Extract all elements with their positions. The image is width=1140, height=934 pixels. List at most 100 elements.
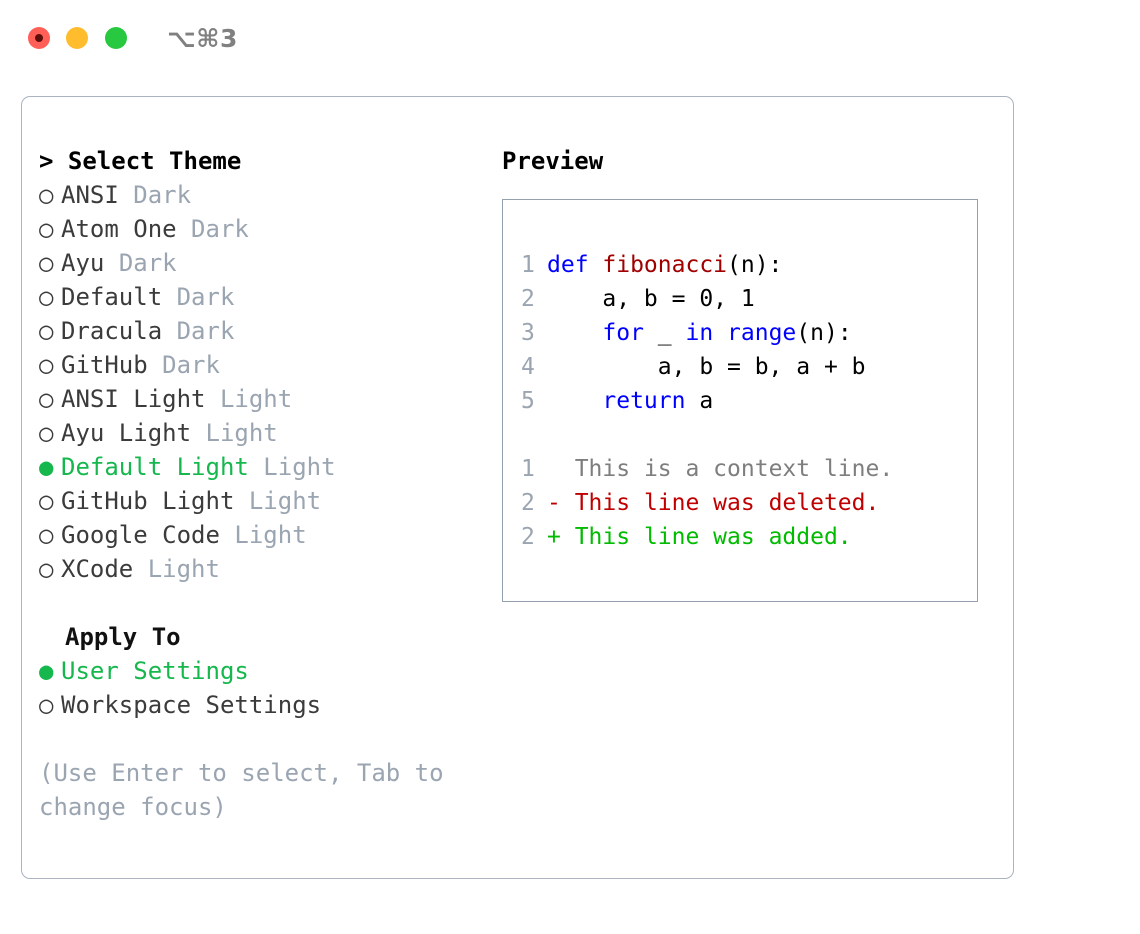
theme-option-label: Atom One bbox=[61, 215, 177, 243]
line-number: 4 bbox=[521, 354, 535, 380]
radio-unselected-icon: ○ bbox=[39, 215, 54, 243]
radio-unselected-icon: ○ bbox=[39, 487, 54, 515]
code-line: 2 a, b = 0, 1 bbox=[521, 282, 977, 316]
radio-unselected-icon: ○ bbox=[39, 181, 54, 209]
code-token: fibonacci bbox=[602, 252, 728, 278]
code-diff-spacer bbox=[521, 418, 977, 452]
theme-option-label: ANSI bbox=[61, 181, 119, 209]
theme-option-label: GitHub bbox=[61, 351, 148, 379]
apply-to-option-workspace-settings[interactable]: ○Workspace Settings bbox=[39, 688, 491, 722]
theme-option-label: Ayu Light bbox=[61, 419, 192, 447]
select-theme-heading: > Select Theme bbox=[39, 147, 242, 175]
radio-unselected-icon: ○ bbox=[39, 419, 54, 447]
line-number: 2 bbox=[521, 286, 535, 312]
diff-text: This line was added. bbox=[574, 524, 852, 550]
theme-selector-column: > Select Theme ○ANSI Dark○Atom One Dark○… bbox=[39, 144, 491, 824]
theme-option-tag: Light bbox=[205, 419, 278, 447]
apply-to-option-label: Workspace Settings bbox=[61, 691, 322, 719]
diff-line: 1 This is a context line. bbox=[521, 452, 977, 486]
code-line: 5 return a bbox=[521, 384, 977, 418]
maximize-window-button[interactable] bbox=[105, 27, 127, 49]
theme-option-label: Google Code bbox=[61, 521, 220, 549]
theme-option-github-light[interactable]: ○GitHub Light Light bbox=[39, 484, 491, 518]
code-line: 4 a, b = b, a + b bbox=[521, 350, 977, 384]
diff-line: 2+ This line was added. bbox=[521, 520, 977, 554]
code-token bbox=[713, 320, 727, 346]
code-token: a, b = b, a + b bbox=[547, 354, 866, 380]
theme-option-tag: Dark bbox=[176, 283, 235, 311]
theme-option-label: Dracula bbox=[61, 317, 163, 345]
theme-option-tag: Dark bbox=[118, 249, 177, 277]
radio-unselected-icon: ○ bbox=[39, 691, 54, 719]
radio-unselected-icon: ○ bbox=[39, 521, 54, 549]
title-bar: ⌥⌘3 bbox=[0, 0, 1140, 78]
code-token: a bbox=[685, 388, 714, 414]
apply-to-option-label: User Settings bbox=[61, 657, 249, 685]
theme-option-atom-one[interactable]: ○Atom One Dark bbox=[39, 212, 491, 246]
radio-unselected-icon: ○ bbox=[39, 351, 54, 379]
code-token: for bbox=[602, 320, 644, 346]
diff-line: 2- This line was deleted. bbox=[521, 486, 977, 520]
theme-option-ansi-light[interactable]: ○ANSI Light Light bbox=[39, 382, 491, 416]
diff-text: This is a context line. bbox=[574, 456, 894, 482]
code-token: (n): bbox=[796, 320, 852, 346]
theme-option-label: ANSI Light bbox=[61, 385, 206, 413]
theme-option-tag: Light bbox=[263, 453, 336, 481]
theme-option-default-light[interactable]: ●Default Light Light bbox=[39, 450, 491, 484]
line-number: 3 bbox=[521, 320, 535, 346]
theme-option-xcode[interactable]: ○XCode Light bbox=[39, 552, 491, 586]
apply-to-list[interactable]: ●User Settings○Workspace Settings bbox=[39, 654, 491, 722]
code-token: _ bbox=[643, 320, 686, 346]
radio-selected-icon: ● bbox=[39, 453, 54, 481]
theme-option-label: Default bbox=[61, 283, 163, 311]
main-panel: > Select Theme ○ANSI Dark○Atom One Dark○… bbox=[21, 96, 1014, 879]
theme-option-label: Default Light bbox=[61, 453, 249, 481]
theme-list[interactable]: ○ANSI Dark○Atom One Dark○Ayu Dark○Defaul… bbox=[39, 178, 491, 586]
theme-option-tag: Dark bbox=[162, 351, 220, 379]
code-token bbox=[547, 388, 602, 414]
apply-to-heading: Apply To bbox=[65, 623, 181, 651]
code-line: 3 for _ in range(n): bbox=[521, 316, 977, 350]
code-token: in bbox=[685, 320, 714, 346]
line-number: 1 bbox=[521, 456, 535, 482]
radio-selected-icon: ● bbox=[39, 657, 54, 685]
diff-marker: + bbox=[547, 524, 575, 550]
theme-option-tag: Dark bbox=[133, 181, 192, 209]
theme-option-default[interactable]: ○Default Dark bbox=[39, 280, 491, 314]
diff-marker: - bbox=[547, 490, 575, 516]
code-token: (n): bbox=[727, 252, 783, 278]
minimize-window-button[interactable] bbox=[66, 27, 88, 49]
close-icon bbox=[35, 34, 43, 42]
radio-unselected-icon: ○ bbox=[39, 385, 54, 413]
theme-option-tag: Dark bbox=[176, 317, 235, 345]
line-number: 1 bbox=[521, 252, 535, 278]
theme-option-google-code[interactable]: ○Google Code Light bbox=[39, 518, 491, 552]
line-number: 2 bbox=[521, 490, 535, 516]
code-token: def bbox=[547, 252, 603, 278]
theme-option-tag: Light bbox=[147, 555, 220, 583]
theme-option-label: XCode bbox=[61, 555, 134, 583]
theme-option-dracula[interactable]: ○Dracula Dark bbox=[39, 314, 491, 348]
keyboard-shortcut-label: ⌥⌘3 bbox=[167, 24, 238, 53]
code-token: a, b = 0, 1 bbox=[547, 286, 755, 312]
theme-option-tag: Light bbox=[234, 521, 307, 549]
theme-option-ayu[interactable]: ○Ayu Dark bbox=[39, 246, 491, 280]
preview-heading: Preview bbox=[502, 147, 604, 175]
code-token: range bbox=[727, 320, 797, 346]
theme-option-ansi[interactable]: ○ANSI Dark bbox=[39, 178, 491, 212]
diff-marker bbox=[547, 456, 575, 482]
line-number: 5 bbox=[521, 388, 535, 414]
theme-option-label: Ayu bbox=[61, 249, 105, 277]
theme-option-tag: Dark bbox=[191, 215, 249, 243]
theme-option-github[interactable]: ○GitHub Dark bbox=[39, 348, 491, 382]
theme-option-tag: Light bbox=[248, 487, 322, 515]
theme-option-tag: Light bbox=[219, 385, 293, 413]
list-spacer bbox=[39, 586, 491, 620]
radio-unselected-icon: ○ bbox=[39, 555, 54, 583]
code-token: return bbox=[602, 388, 686, 414]
theme-option-ayu-light[interactable]: ○Ayu Light Light bbox=[39, 416, 491, 450]
diff-text: This line was deleted. bbox=[574, 490, 880, 516]
apply-to-option-user-settings[interactable]: ●User Settings bbox=[39, 654, 491, 688]
